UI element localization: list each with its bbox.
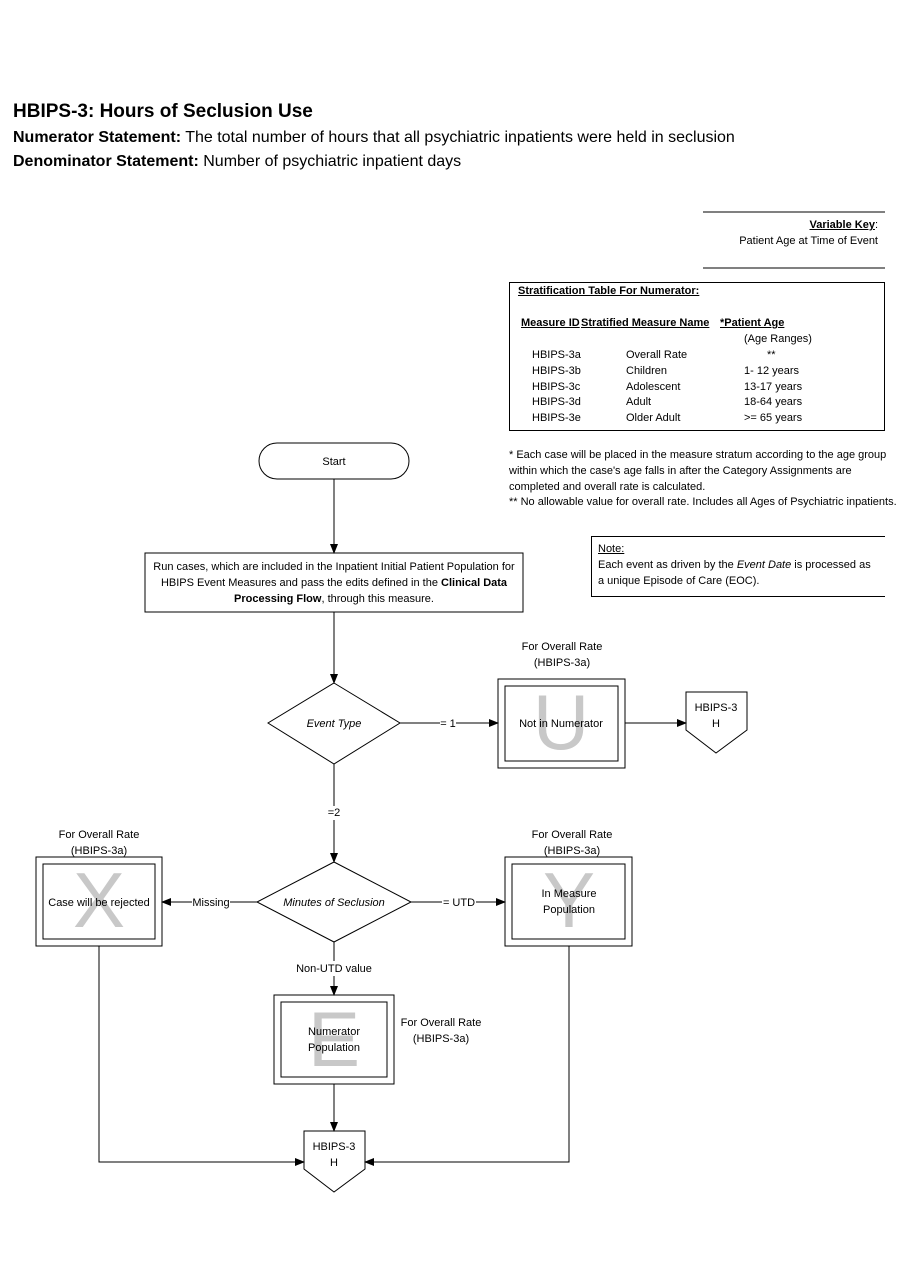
rejected-inner (42, 863, 156, 940)
connector-top-line1: HBIPS-3 (695, 702, 738, 714)
footnotes: * Each case will be placed in the measur… (509, 448, 899, 511)
cell-age-range: 18-64 years (744, 396, 803, 408)
stratification-table: Stratification Table For Numerator: Meas… (509, 282, 885, 431)
cell-measure-name: Overall Rate (626, 349, 688, 361)
stratification-title: Stratification Table For Numerator: (518, 285, 700, 297)
table-row: HBIPS-3c Adolescent 13-17 years (510, 380, 884, 396)
cell-measure-id: HBIPS-3a (532, 349, 581, 361)
numerator-statement: Numerator Statement: The total number of… (13, 129, 735, 147)
cell-age-range: >= 65 years (744, 412, 803, 424)
arrow-rejected-to-connector (98, 946, 305, 1166)
col-subheader-age-ranges: (Age Ranges) (744, 333, 812, 345)
edge-label-non-utd: Non-UTD value (296, 963, 372, 975)
rejected-label: Case will be rejected (48, 897, 150, 909)
edge-label-utd: = UTD (443, 897, 475, 909)
table-row: HBIPS-3b Children 1- 12 years (510, 364, 884, 380)
connector-bottom-line2: H (330, 1157, 338, 1169)
run-cases-line: HBIPS Event Measures and pass the edits … (161, 577, 508, 589)
overall-rate-sublabel: (HBIPS-3a) (544, 845, 600, 857)
footnote-line: ** No allowable value for overall rate. … (509, 496, 897, 509)
denominator-statement: Denominator Statement: Number of psychia… (13, 153, 461, 171)
overall-rate-label: For Overall Rate (522, 641, 603, 653)
run-cases-bold: Processing Flow (234, 593, 322, 605)
edge-label-eq2: =2 (328, 807, 341, 819)
overall-rate-sublabel: (HBIPS-3a) (534, 657, 590, 669)
overall-rate-sublabel: (HBIPS-3a) (413, 1033, 469, 1045)
cell-measure-id: HBIPS-3e (532, 412, 581, 424)
numerator-text: The total number of hours that all psych… (185, 129, 735, 146)
start-label: Start (322, 456, 345, 468)
col-header-measure-name: Stratified Measure Name (581, 317, 710, 329)
numerator-label: Numerator Statement: (13, 129, 182, 146)
in-measure-inner (511, 863, 626, 940)
note-emphasis: Event Date (736, 558, 792, 571)
note-text: Each event as driven by the (598, 558, 737, 571)
cell-measure-name: Adolescent (626, 381, 681, 393)
variable-key: Variable Key: Patient Age at Time of Eve… (700, 218, 878, 250)
watermark-letter-x: X (73, 856, 125, 944)
note-box: Note: Each event as driven by the Event … (591, 536, 885, 597)
note-line: Each event as driven by the Event Date i… (598, 558, 879, 574)
run-cases-text: HBIPS Event Measures and pass the edits … (161, 577, 441, 589)
cell-age-range: ** (767, 349, 776, 361)
overall-rate-label: For Overall Rate (59, 829, 140, 841)
not-in-numerator-inner (504, 685, 619, 762)
watermark-letter-e: E (308, 995, 360, 1083)
table-row: HBIPS-3a Overall Rate ** (510, 348, 884, 364)
numerator-line1: Numerator (308, 1026, 360, 1038)
cell-measure-id: HBIPS-3d (532, 396, 581, 408)
edge-label-eq1: = 1 (440, 718, 456, 730)
run-cases-text: , through this measure. (321, 593, 434, 605)
note-text: is processed as (791, 558, 871, 571)
run-cases-bold: Clinical Data (441, 577, 508, 589)
footnote-line: within which the case's age falls in aft… (509, 464, 852, 477)
minutes-label: Minutes of Seclusion (283, 897, 385, 909)
watermark-letter-y: Y (543, 856, 595, 944)
in-measure-line1: In Measure (541, 888, 596, 900)
table-row: HBIPS-3d Adult 18-64 years (510, 395, 884, 411)
edge-label-missing: Missing (192, 897, 229, 909)
numerator-line2: Population (308, 1042, 360, 1054)
cell-measure-name: Older Adult (626, 412, 681, 424)
watermark-letter-u: U (533, 678, 589, 766)
footnote-line: * Each case will be placed in the measur… (509, 449, 887, 461)
note-title: Note: (598, 543, 625, 555)
cell-measure-id: HBIPS-3b (532, 365, 581, 377)
overall-rate-label: For Overall Rate (401, 1017, 482, 1029)
cell-measure-name: Children (626, 365, 667, 377)
col-header-patient-age: *Patient Age (720, 317, 785, 329)
run-cases-line: Run cases, which are included in the Inp… (153, 561, 515, 573)
cell-age-range: 13-17 years (744, 381, 803, 393)
arrow-in-measure-to-connector (364, 946, 570, 1166)
run-cases-line: Processing Flow, through this measure. (234, 593, 434, 605)
cell-measure-id: HBIPS-3c (532, 381, 581, 393)
cell-measure-name: Adult (626, 396, 652, 408)
col-header-measure-id: Measure ID (521, 317, 580, 329)
connector-top-line2: H (712, 718, 720, 730)
in-measure-line2: Population (543, 904, 595, 916)
denominator-text: Number of psychiatric inpatient days (203, 153, 462, 170)
event-type-label: Event Type (307, 718, 362, 730)
variable-key-title: Variable Key (809, 219, 875, 231)
variable-key-item: Patient Age at Time of Event (739, 234, 878, 247)
footnote-line: completed and overall rate is calculated… (509, 480, 706, 493)
table-row: HBIPS-3e Older Adult >= 65 years (510, 411, 884, 427)
cell-age-range: 1- 12 years (744, 365, 800, 377)
denominator-label: Denominator Statement: (13, 153, 199, 170)
not-in-numerator-label: Not in Numerator (519, 718, 603, 730)
numerator-inner (280, 1001, 388, 1078)
note-line: a unique Episode of Care (EOC). (598, 574, 760, 587)
page-title: HBIPS-3: Hours of Seclusion Use (13, 101, 313, 122)
connector-bottom-line1: HBIPS-3 (313, 1141, 356, 1153)
overall-rate-label: For Overall Rate (532, 829, 613, 841)
overall-rate-sublabel: (HBIPS-3a) (71, 845, 127, 857)
